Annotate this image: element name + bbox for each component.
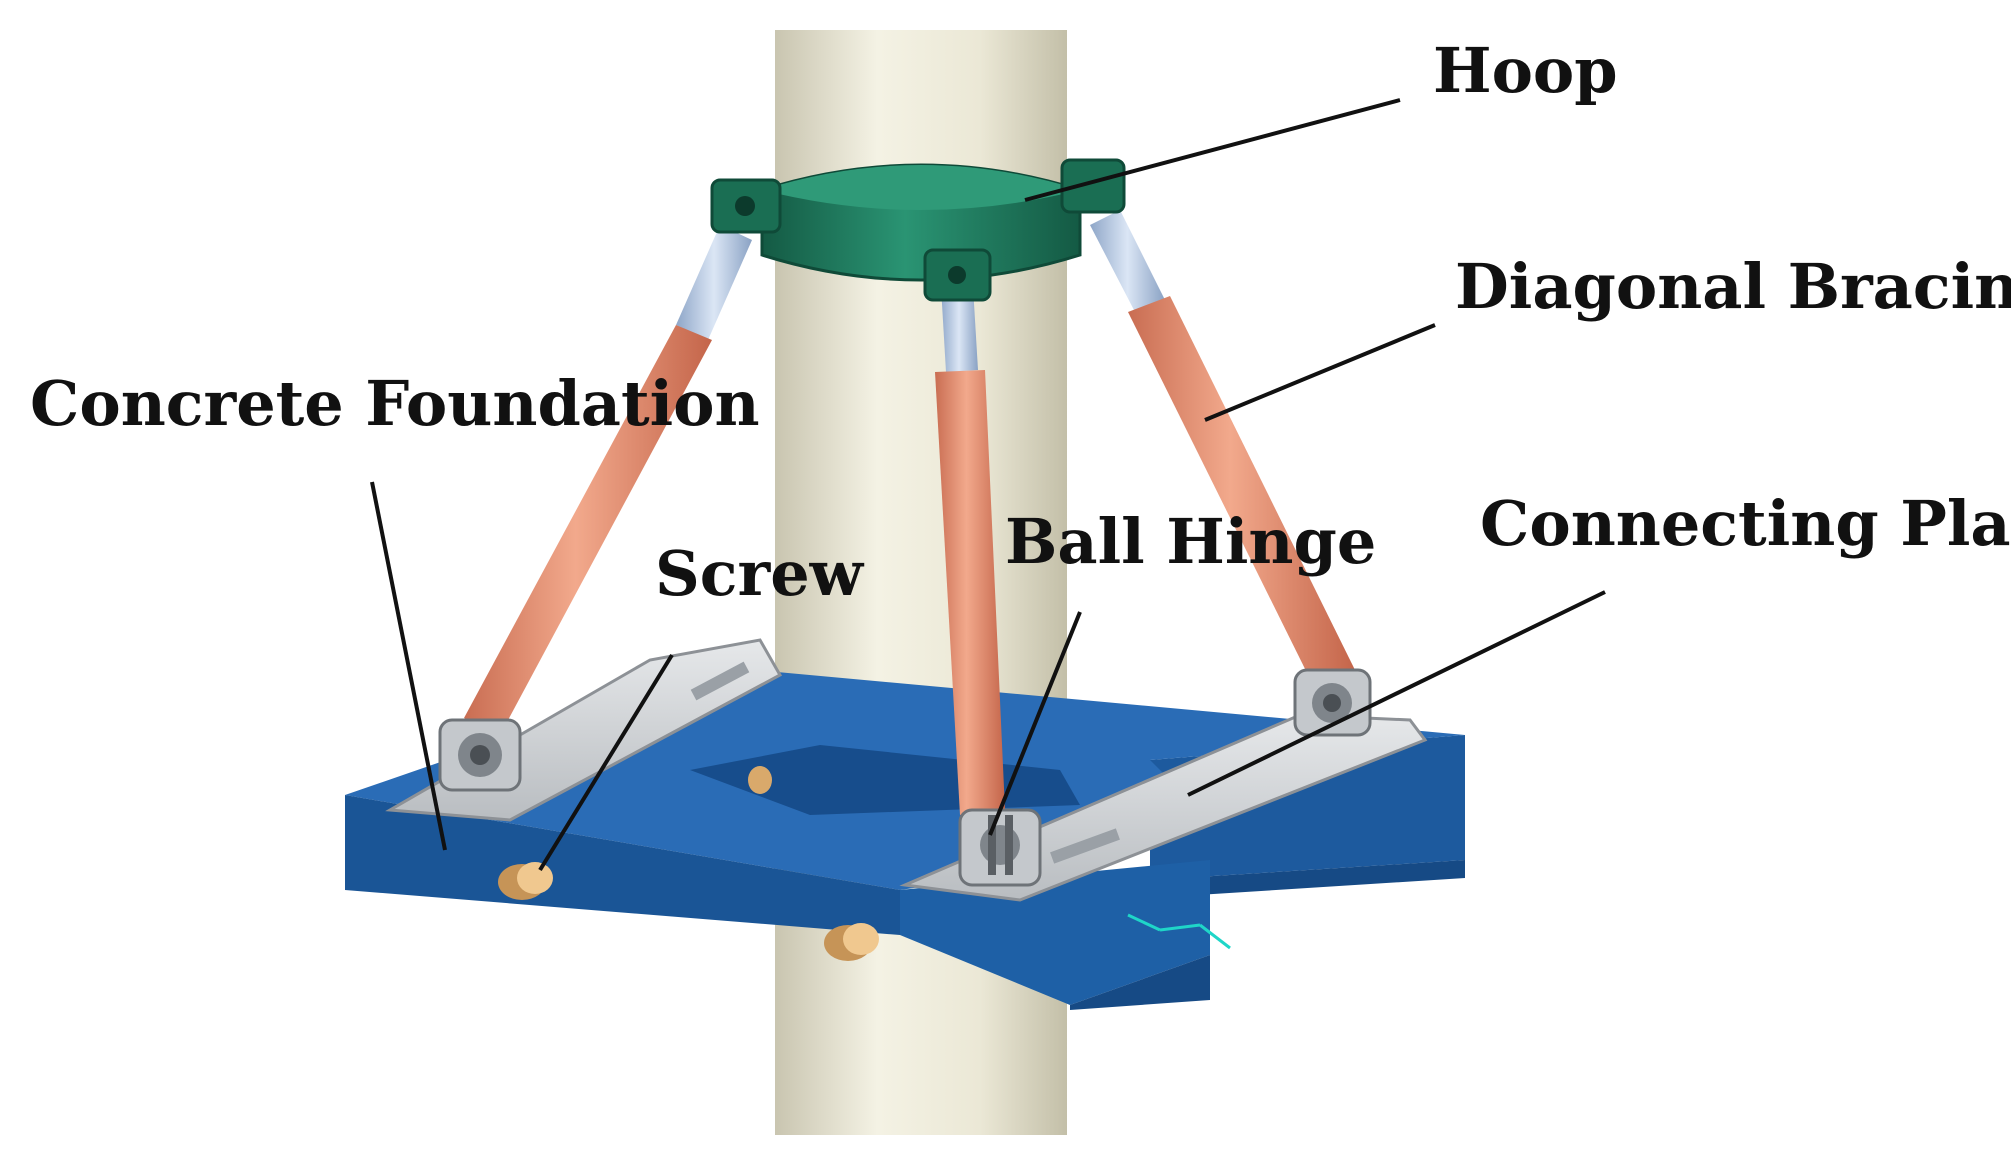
diagonal-bracing	[464, 210, 1355, 815]
screw-front-center	[824, 923, 879, 961]
leader-diagonal-bracing	[1204, 323, 1436, 422]
leader-screw	[538, 653, 674, 872]
leader-lines	[370, 98, 1606, 872]
ball-hinge-right	[1293, 668, 1372, 737]
label-screw: Screw	[655, 537, 865, 610]
leader-connecting-plate	[1187, 590, 1606, 797]
leader-ball-hinge	[988, 611, 1082, 836]
brace-left	[464, 225, 752, 735]
screw-back	[748, 766, 772, 794]
hoop	[710, 158, 1126, 302]
label-connecting-plate: Connecting Plate	[1480, 487, 2011, 560]
label-diagonal-bracing: Diagonal Bracing	[1455, 250, 2011, 323]
ball-hinge-left	[438, 718, 522, 792]
screw-front-left	[498, 862, 553, 900]
hoop-lug-right	[1060, 158, 1126, 214]
leader-hoop	[1024, 98, 1401, 202]
brace-right	[1090, 210, 1355, 685]
leader-concrete-foundation	[370, 481, 447, 851]
label-hoop: Hoop	[1433, 34, 1618, 107]
label-concrete-foundation: Concrete Foundation	[30, 367, 760, 440]
label-ball-hinge: Ball Hinge	[1005, 505, 1376, 578]
ball-hinge-middle	[958, 808, 1042, 887]
screws	[498, 766, 879, 961]
labels: Hoop Diagonal Bracing Concrete Foundatio…	[30, 34, 2011, 610]
